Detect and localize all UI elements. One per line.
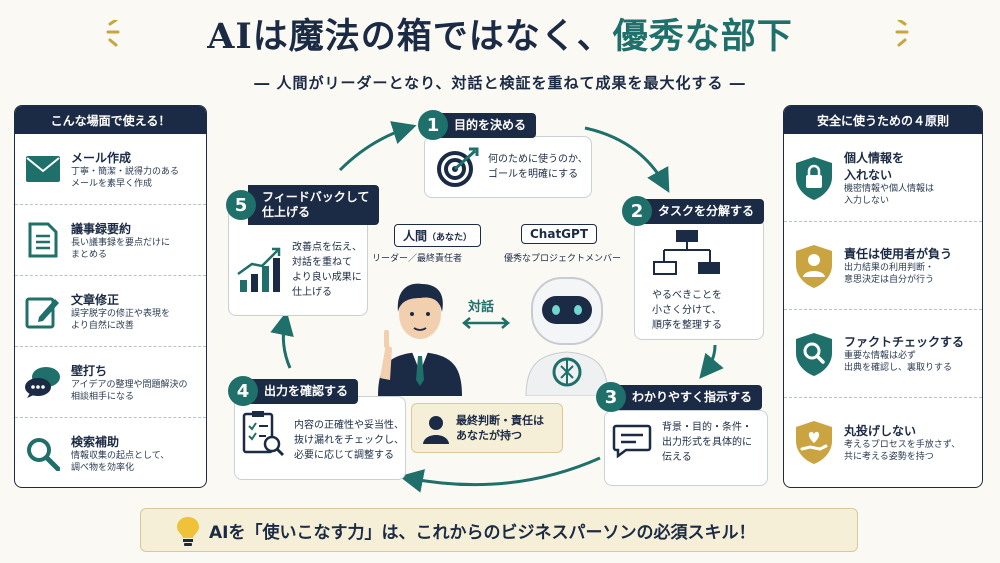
principle-title: 責任は使用者が負う — [844, 247, 953, 261]
use-cases-heading: こんな場面で使える！ — [15, 106, 206, 134]
final-responsibility-text: 最終判断・責任は あなたが持つ — [456, 414, 544, 442]
step3-number: 3 — [596, 382, 626, 412]
use-case-title: 検索補助 — [71, 435, 120, 449]
sparkle-right-icon — [895, 20, 909, 47]
human-tag-label: 人間 — [403, 229, 428, 243]
ai-tag: ChatGPT — [521, 224, 598, 244]
use-case-title: 壁打ち — [71, 363, 108, 378]
search-icon — [23, 434, 63, 474]
principle-item: 個人情報を 入れない機密情報や個人情報は 入力しない — [784, 134, 982, 222]
step4-label: 出力を確認する — [250, 378, 359, 404]
use-case-item: 検索補助情報収集の起点として、 調べ物を効率化 — [15, 418, 206, 487]
chat-bubbles-icon — [23, 362, 63, 402]
step3-box — [604, 410, 768, 486]
title-part2: 優秀な部下 — [612, 16, 793, 57]
principle-item: 丸投げしない考えるプロセスを手放さず、 共に考える姿勢を持つ — [784, 398, 982, 486]
use-cases-panel: こんな場面で使える！ メール作成丁寧・簡潔・説得力のある メールを素早く作成 議… — [14, 105, 207, 488]
principle-title: ファクトチェックする — [844, 335, 965, 349]
use-case-item: メール作成丁寧・簡潔・説得力のある メールを素早く作成 — [15, 134, 206, 205]
ai-role: 優秀なプロジェクトメンバー — [504, 254, 622, 264]
principle-desc: 機密情報や個人情報は 入力しない — [844, 183, 935, 206]
businessman-illustration — [378, 283, 462, 396]
use-case-desc: 長い議事録を要点だけに まとめる — [71, 237, 171, 260]
use-case-item: 壁打ちアイデアの整理や問題解決の 相談相手になる — [15, 347, 206, 418]
use-case-item: 議事録要約長い議事録を要点だけに まとめる — [15, 205, 206, 276]
page-subtitle: ― 人間がリーダーとなり、対話と検証を重ねて成果を最大化する ― — [254, 74, 746, 92]
step5-number: 5 — [226, 190, 256, 220]
document-icon — [23, 220, 63, 260]
principle-title: 丸投げしない — [844, 423, 917, 438]
sparkle-left-icon — [106, 20, 120, 47]
use-case-item: 文章修正誤字脱字の修正や表現を より自然に改善 — [15, 276, 206, 347]
lock-shield-icon — [792, 154, 836, 202]
principle-item: 責任は使用者が負う出力結果の利用判断・ 意思決定は自分が行う — [784, 222, 982, 310]
dialogue-arrow-icon — [462, 317, 510, 329]
user-icon — [423, 416, 449, 444]
flowchart-icon — [653, 230, 720, 275]
lightbulb-icon — [177, 517, 199, 546]
step3-header: 3 わかりやすく指示する — [596, 382, 763, 412]
page-title: AIは魔法の箱ではなく、優秀な部下 — [0, 8, 1000, 59]
principle-desc: 重要な情報は必ず 出典を確認し、裏取りする — [844, 351, 953, 373]
step3-desc: 背景・目的・条件・ 出力形式を具体的に 伝える — [662, 422, 752, 463]
step2-number: 2 — [622, 196, 652, 226]
human-tag-small: （あなた） — [427, 233, 473, 243]
use-case-title: 議事録要約 — [71, 221, 132, 236]
final-responsibility-box: 最終判断・責任は あなたが持つ — [411, 403, 563, 453]
human-role: リーダー／最終責任者 — [372, 254, 463, 264]
use-case-title: メール作成 — [71, 150, 132, 165]
target-icon — [437, 147, 479, 187]
step4-box — [234, 396, 406, 480]
principle-item: ファクトチェックする重要な情報は必ず 出典を確認し、裏取りする — [784, 310, 982, 398]
pencil-icon — [23, 291, 63, 331]
principle-title: 個人情報を 入れない — [844, 150, 905, 182]
safety-principles-heading: 安全に使うための４原則 — [784, 106, 982, 134]
use-case-desc: アイデアの整理や問題解決の 相談相手になる — [71, 379, 188, 402]
step2-label: タスクを分解する — [644, 198, 765, 224]
human-tag: 人間（あなた） — [394, 224, 482, 247]
heart-hand-shield-icon — [792, 418, 836, 466]
step2-desc: やるべきことを 小さく分けて、 順序を整理する — [652, 290, 722, 331]
principle-desc: 出力結果の利用判断・ 意思決定は自分が行う — [844, 263, 935, 285]
step3-label: わかりやすく指示する — [618, 384, 763, 410]
mail-icon — [23, 149, 63, 189]
step5-desc: 改善点を伝え、 対話を重ねて より良い成果に 仕上げる — [292, 242, 362, 298]
checklist-icon — [242, 411, 285, 457]
step1-desc: 何のために使うのか、 ゴールを明確にする — [488, 154, 588, 180]
message-icon — [612, 424, 652, 458]
person-shield-icon — [792, 242, 836, 290]
use-case-desc: 誤字脱字の修正や表現を より自然に改善 — [71, 308, 171, 331]
step2-box — [634, 218, 764, 340]
step4-number: 4 — [228, 376, 258, 406]
step1-box — [424, 136, 592, 198]
step5-header: 5 フィードバックして 仕上げる — [226, 185, 380, 225]
robot-illustration — [525, 277, 609, 396]
bottom-banner: AIを「使いこなす力」は、これからのビジネスパーソンの必須スキル！ — [140, 508, 858, 552]
step1-label: 目的を決める — [440, 112, 537, 138]
use-case-desc: 丁寧・簡潔・説得力のある メールを素早く作成 — [71, 166, 180, 189]
dialogue-label: 対話 — [468, 300, 495, 315]
title-part1: AIは魔法の箱ではなく、 — [207, 16, 613, 57]
use-case-desc: 情報収集の起点として、 調べ物を効率化 — [71, 451, 170, 473]
magnifier-shield-icon — [792, 330, 836, 378]
step1-header: 1 目的を決める — [418, 110, 537, 140]
step5-label: フィードバックして 仕上げる — [248, 185, 380, 225]
banner-text: AIを「使いこなす力」は、これからのビジネスパーソンの必須スキル！ — [209, 523, 756, 543]
step4-desc: 内容の正確性や妥当性、 抜け漏れをチェックし、 必要に応じて調整する — [294, 420, 404, 461]
step1-number: 1 — [418, 110, 448, 140]
principle-desc: 考えるプロセスを手放さず、 共に考える姿勢を持つ — [844, 439, 961, 462]
step2-header: 2 タスクを分解する — [622, 196, 765, 226]
growth-chart-icon — [237, 247, 281, 292]
use-case-title: 文章修正 — [71, 292, 120, 307]
step4-header: 4 出力を確認する — [228, 376, 359, 406]
safety-principles-panel: 安全に使うための４原則 個人情報を 入れない機密情報や個人情報は 入力しない 責… — [783, 105, 983, 488]
